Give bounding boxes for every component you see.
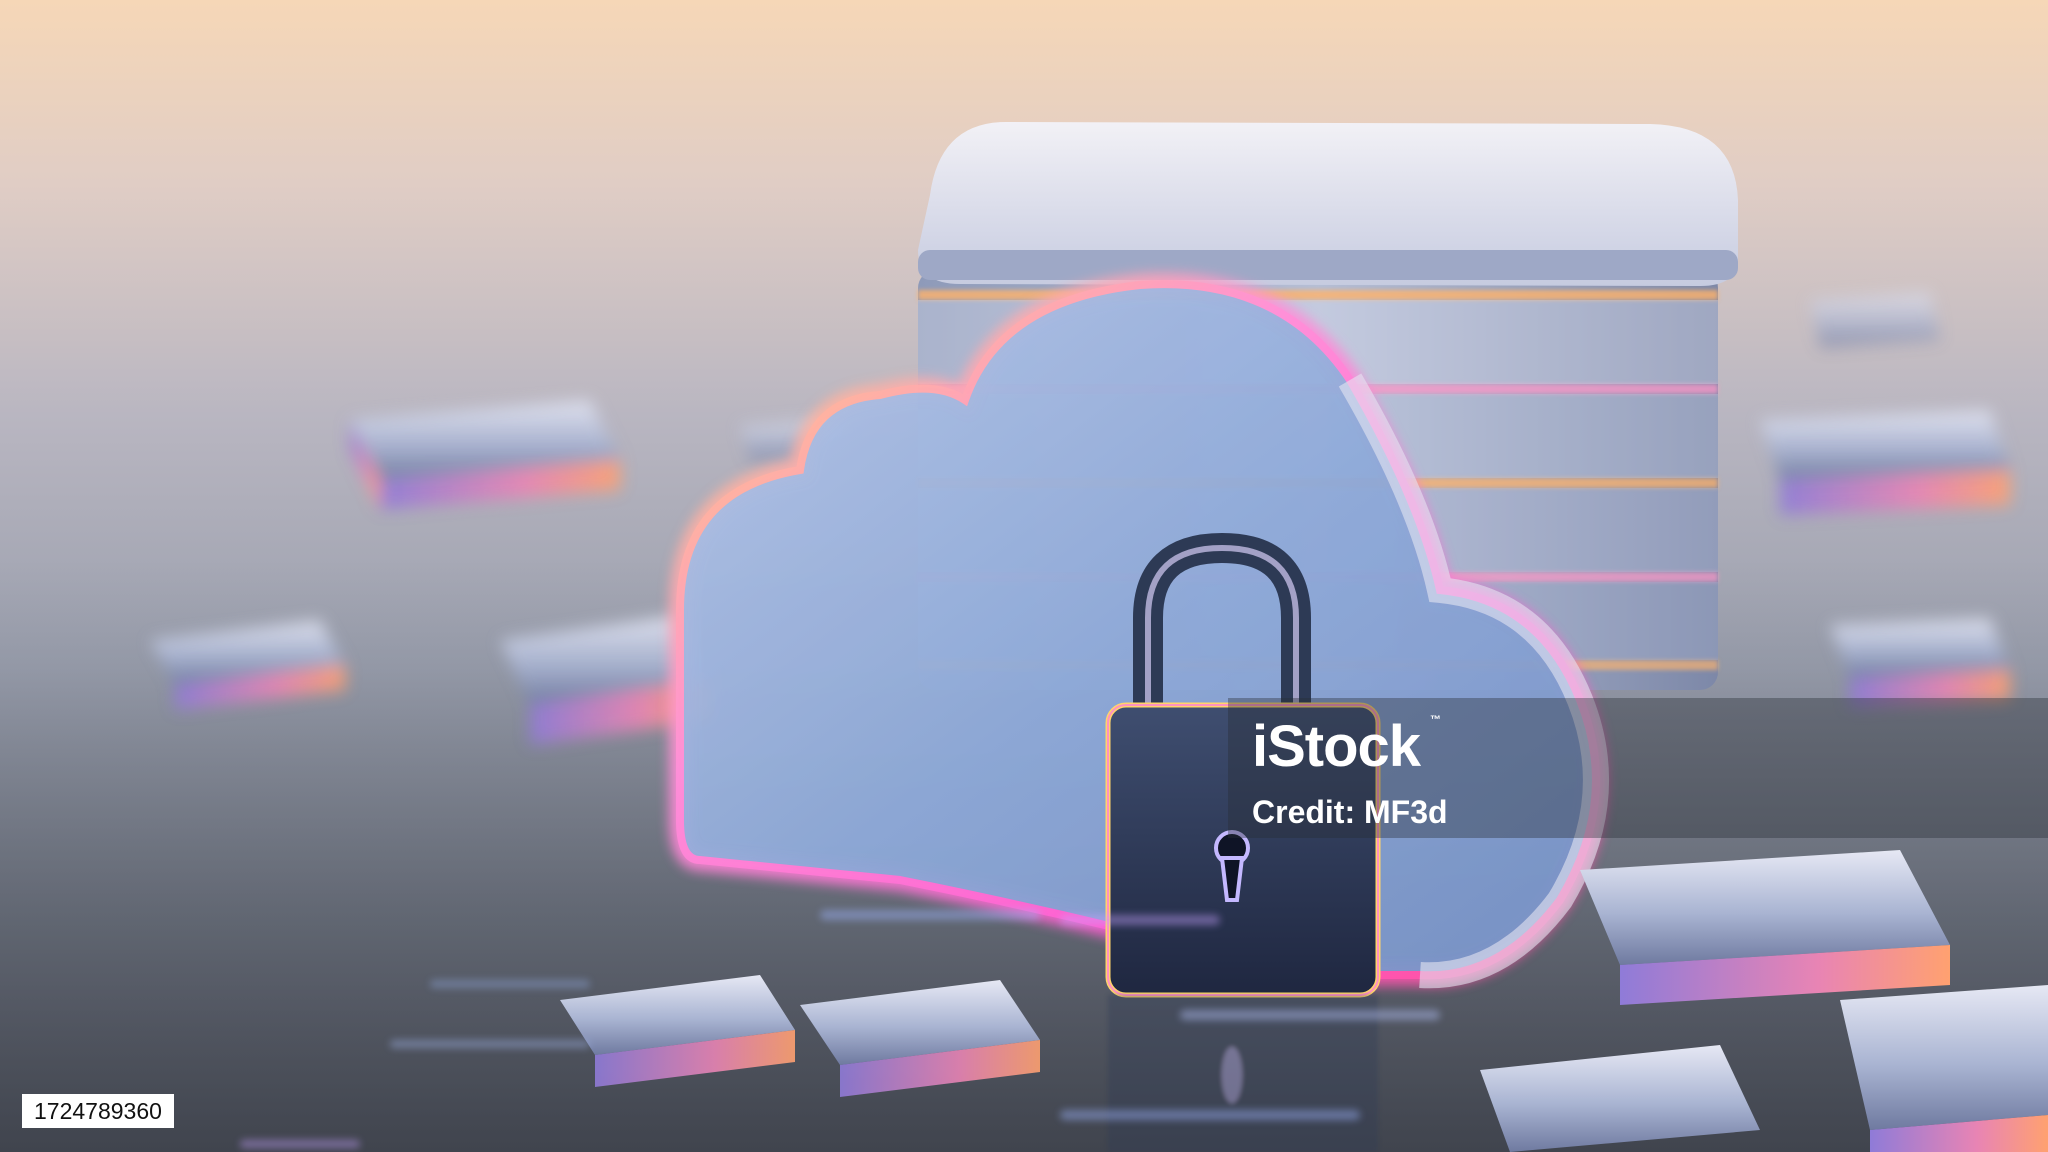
- watermark-band: [1228, 698, 2048, 838]
- padlock-reflection: [1108, 995, 1378, 1152]
- background-tiles: [150, 292, 2010, 745]
- istock-watermark: iStock ™ Credit: MF3d: [1252, 712, 1552, 834]
- tile: [1760, 410, 2010, 515]
- watermark-credit: Credit: MF3d: [1252, 794, 1448, 830]
- server-top: [918, 121, 1738, 286]
- keyhole-icon: [1214, 830, 1250, 902]
- tile: [350, 400, 620, 510]
- tile: [1580, 850, 1950, 1005]
- image-id-label: 1724789360: [22, 1094, 174, 1128]
- trademark-symbol: ™: [1430, 714, 1441, 726]
- tile: [1810, 292, 1940, 348]
- watermark-logo: iStock: [1252, 714, 1421, 779]
- tile: [150, 620, 345, 710]
- tile: [800, 980, 1040, 1097]
- floor-code-reflections: [240, 910, 1440, 1148]
- foreground-tiles: [560, 850, 2048, 1152]
- cloud-edge: [1338, 373, 1609, 989]
- tile: [560, 975, 795, 1087]
- tile: [500, 615, 710, 745]
- tile: [1480, 1045, 1760, 1152]
- tile: [1840, 985, 2048, 1152]
- tile: [1830, 618, 2010, 708]
